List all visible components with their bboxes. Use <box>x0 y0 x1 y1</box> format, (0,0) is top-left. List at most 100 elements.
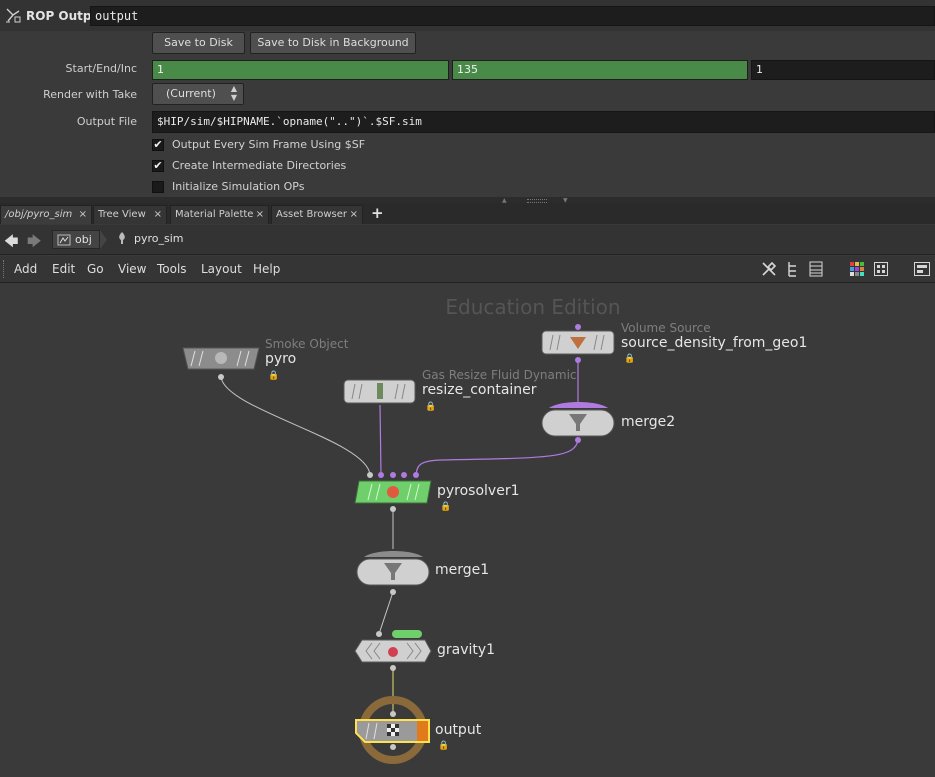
checkbox-row-create-intermediate-dirs[interactable]: ✔ Create Intermediate Directories <box>152 159 346 172</box>
tab-network-view[interactable]: /obj/pyro_sim × <box>0 205 92 224</box>
pyro-solver-icon <box>387 486 399 498</box>
path-segment-obj[interactable]: obj <box>52 230 100 249</box>
menu-help[interactable]: Help <box>253 262 281 276</box>
wire <box>415 439 579 476</box>
node-output[interactable] <box>355 696 430 764</box>
network-editor[interactable]: Education Edition <box>0 283 935 777</box>
node-resize-container[interactable] <box>343 379 416 404</box>
dop-network-icon <box>119 232 125 244</box>
op-name-input[interactable]: output <box>90 6 935 26</box>
output-every-sim-frame-checkbox[interactable]: ✔ <box>152 137 164 151</box>
smoke-object-icon <box>215 352 227 364</box>
object-network-icon <box>57 234 71 245</box>
back-arrow-icon[interactable]: 🡄 <box>4 234 19 250</box>
node-type-label: Smoke Object <box>265 337 349 351</box>
add-tab-button[interactable]: + <box>371 204 384 222</box>
node-name-label: output <box>435 722 482 738</box>
gravity-icon <box>388 647 398 657</box>
node-name-label: source_density_from_geo1 <box>621 335 808 351</box>
menu-view[interactable]: View <box>118 262 147 276</box>
color-palette-icon[interactable] <box>850 262 864 276</box>
op-type: ROP Output <box>4 6 106 26</box>
save-to-disk-button[interactable]: Save to Disk <box>152 32 245 54</box>
tab-material-palette[interactable]: Material Palette × <box>170 205 269 224</box>
rop-output-icon <box>6 8 21 23</box>
tab-label: Material Palette <box>175 209 254 220</box>
node-source-density[interactable] <box>541 324 615 363</box>
parameter-header: ROP Output output <box>0 0 935 32</box>
path-segment-label: obj <box>75 233 92 246</box>
start-frame-field[interactable]: 1 <box>152 60 449 80</box>
volume-source-icon <box>570 337 586 349</box>
lock-icon: 🔒 <box>440 502 452 512</box>
render-with-take-label: Render with Take <box>43 88 137 101</box>
menu-tools[interactable]: Tools <box>157 262 187 276</box>
node-merge1[interactable] <box>356 551 430 595</box>
tree-layout-icon[interactable] <box>786 261 800 277</box>
lock-icon: 🔒 <box>438 741 450 751</box>
node-merge2[interactable] <box>541 402 615 443</box>
checkbox-row-initialize-sim-ops[interactable]: Initialize Simulation OPs <box>152 180 304 193</box>
path-segment-pyro-sim[interactable]: pyro_sim <box>116 231 184 245</box>
save-to-disk-background-button[interactable]: Save to Disk in Background <box>250 32 416 54</box>
menu-go[interactable]: Go <box>87 262 104 276</box>
network-canvas[interactable]: Education Edition <box>0 283 935 777</box>
parameter-panel: Save to Disk Save to Disk in Background … <box>0 31 935 197</box>
collapse-up-icon[interactable]: ▲ <box>502 197 507 204</box>
render-with-take-dropdown[interactable]: (Current) ▲▼ <box>152 83 244 105</box>
splitter-grip-icon[interactable] <box>527 199 547 203</box>
shape-palette-icon[interactable] <box>874 262 888 276</box>
lock-icon: 🔒 <box>268 371 280 381</box>
output-file-label: Output File <box>76 115 137 128</box>
merge-funnel-icon <box>569 414 587 431</box>
menu-edit[interactable]: Edit <box>52 262 76 276</box>
gas-resize-icon <box>377 383 383 399</box>
collapse-down-icon[interactable]: ▼ <box>563 197 568 204</box>
checkbox-label: Output Every Sim Frame Using $SF <box>172 138 366 151</box>
lock-icon: 🔒 <box>425 402 437 412</box>
node-pyrosolver1[interactable] <box>354 472 432 512</box>
node-type-label: Gas Resize Fluid Dynamic <box>422 368 577 382</box>
menu-add[interactable]: Add <box>14 262 38 276</box>
wire <box>379 404 382 476</box>
tab-label: Asset Browser <box>276 209 348 220</box>
node-type-label: Volume Source <box>621 321 711 335</box>
forward-arrow-icon[interactable]: 🡆 <box>27 234 42 250</box>
menu-layout[interactable]: Layout <box>201 262 242 276</box>
tab-tree-view[interactable]: Tree View × <box>93 205 167 224</box>
node-name-label: gravity1 <box>437 642 496 658</box>
create-intermediate-dirs-checkbox[interactable]: ✔ <box>152 158 164 172</box>
increment-field[interactable]: 1 <box>751 60 935 80</box>
merge-funnel-icon <box>384 563 402 580</box>
render-with-take-value: (Current) <box>166 87 216 100</box>
close-icon[interactable]: × <box>78 209 87 220</box>
node-name-label: resize_container <box>422 382 537 398</box>
node-gravity1[interactable] <box>354 630 432 671</box>
checkbox-label: Create Intermediate Directories <box>172 159 347 172</box>
node-name-label: pyro <box>265 351 297 367</box>
tab-label: /obj/pyro_sim <box>5 209 73 220</box>
tab-asset-browser[interactable]: Asset Browser × <box>271 205 363 224</box>
list-view-icon[interactable] <box>809 261 823 277</box>
node-name-label: merge2 <box>621 414 676 430</box>
node-pyro[interactable] <box>182 347 260 380</box>
pane-splitter[interactable]: ▲ ▼ <box>0 197 935 204</box>
watermark: Education Edition <box>445 295 620 319</box>
op-type-label: ROP Output <box>26 9 106 23</box>
path-bar: 🡄 🡆 obj pyro_sim <box>0 225 935 255</box>
drag-handle-icon[interactable] <box>3 260 6 278</box>
initialize-sim-ops-checkbox[interactable] <box>152 180 164 193</box>
close-icon[interactable]: × <box>349 209 358 220</box>
close-icon[interactable]: × <box>255 209 264 220</box>
wire <box>220 376 371 476</box>
end-frame-field[interactable]: 135 <box>452 60 748 80</box>
close-icon[interactable]: × <box>153 209 162 220</box>
checkbox-row-output-every-sim-frame[interactable]: ✔ Output Every Sim Frame Using $SF <box>152 138 365 151</box>
updown-arrows-icon: ▲▼ <box>230 84 237 102</box>
info-panel-icon[interactable] <box>914 262 930 276</box>
start-end-inc-label: Start/End/Inc <box>65 62 137 75</box>
network-menu-bar: Add Edit Go View Tools Layout Help <box>0 256 935 283</box>
wrench-icon[interactable] <box>761 261 777 277</box>
tab-label: Tree View <box>98 209 146 220</box>
output-file-input[interactable]: $HIP/sim/$HIPNAME.`opname("..")`.$SF.sim <box>152 111 935 133</box>
